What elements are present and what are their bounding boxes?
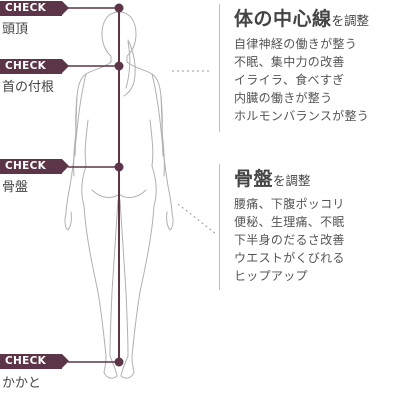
hand-right <box>166 211 174 231</box>
benefit-item: ヒップアップ <box>234 269 308 283</box>
panel-pelvis-title-suffix: を調整 <box>273 173 311 188</box>
panel-pelvis-title-main: 骨盤 <box>234 168 274 190</box>
check-tag-pelvis: CHECK <box>0 159 69 174</box>
torso-right <box>126 61 165 177</box>
leg-left-inner <box>109 199 119 357</box>
benefit-item: 便秘、生理痛、不眠 <box>234 215 345 229</box>
leg-right-inner <box>119 199 129 357</box>
foot-right <box>120 355 135 379</box>
dot-pelvis <box>114 162 124 172</box>
leg-left-outer <box>83 205 107 373</box>
hip-right <box>149 119 157 207</box>
panel-center-list: 自律神経の働きが整う 不眠、集中力の改善 イライラ、食べすぎ 内臓の働きが整う … <box>234 35 369 125</box>
connector-pelvis <box>177 203 217 235</box>
panel-center-title-suffix: を調整 <box>331 13 370 28</box>
benefit-item: ホルモンバランスが整う <box>234 109 370 123</box>
panel-center-title: 体の中心線を調整 <box>234 4 369 31</box>
foot-left <box>103 355 118 379</box>
benefit-item: 内臓の働きが整う <box>234 91 333 105</box>
check-tag-heel: CHECK <box>0 354 69 369</box>
panel-divider-pelvis <box>219 164 220 290</box>
benefit-item: イライラ、食べすぎ <box>234 73 345 87</box>
hand-left <box>64 211 72 231</box>
arm-right <box>151 73 173 215</box>
hip-left <box>81 119 89 207</box>
torso-left <box>73 61 112 177</box>
panel-center-line: 体の中心線を調整 自律神経の働きが整う 不眠、集中力の改善 イライラ、食べすぎ … <box>234 4 369 125</box>
panel-pelvis-list: 腰痛、下腹ポッコリ 便秘、生理痛、不眠 下半身のだるさ改善 ウエストがくびれる … <box>234 195 345 285</box>
panel-pelvis-title: 骨盤を調整 <box>234 164 345 191</box>
arm-left <box>65 73 87 215</box>
dot-neck <box>114 61 124 71</box>
check-label-pelvis: 骨盤 <box>2 180 29 195</box>
check-label-neck: 首の付根 <box>2 80 55 95</box>
benefit-item: 下半身のだるさ改善 <box>234 233 345 247</box>
check-label-heel: かかと <box>2 376 42 391</box>
benefit-item: 腰痛、下腹ポッコリ <box>234 197 345 211</box>
check-label-crown: 頭頂 <box>2 22 29 37</box>
benefit-item: 不眠、集中力の改善 <box>234 55 345 69</box>
benefit-item: ウエストがくびれる <box>234 251 345 265</box>
panel-center-title-main: 体の中心線 <box>234 8 332 30</box>
leg-right-outer <box>131 205 155 373</box>
benefit-item: 自律神経の働きが整う <box>234 37 358 51</box>
panel-divider-center <box>219 4 220 132</box>
panel-pelvis: 骨盤を調整 腰痛、下腹ポッコリ 便秘、生理痛、不眠 下半身のだるさ改善 ウエスト… <box>234 164 345 285</box>
hair-tail <box>123 39 136 97</box>
check-tag-crown: CHECK <box>0 1 69 16</box>
dot-crown <box>114 3 124 13</box>
check-tag-neck: CHECK <box>0 59 69 74</box>
dot-heel <box>114 357 124 367</box>
